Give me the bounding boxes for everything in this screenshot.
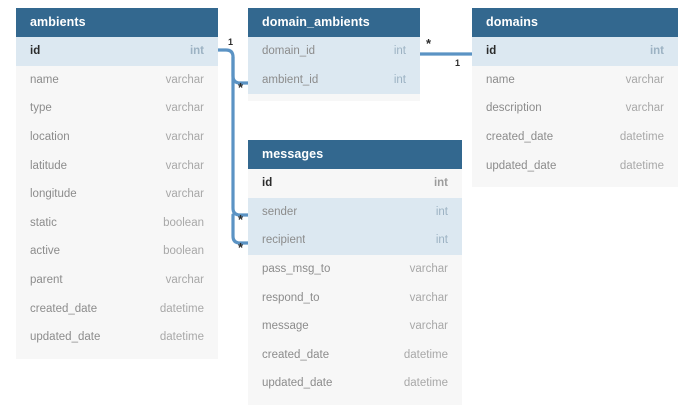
column-type: datetime	[403, 377, 448, 390]
column-type: datetime	[619, 159, 664, 172]
column-name: created_date	[486, 131, 554, 144]
column-name: sender	[262, 205, 298, 218]
column-row[interactable]: respond_to varchar	[248, 283, 462, 312]
column-row[interactable]: created_date datetime	[248, 341, 462, 370]
column-type: int	[189, 45, 204, 58]
table-title-ambients: ambients	[16, 8, 218, 37]
column-type: varchar	[625, 73, 664, 86]
column-name: static	[30, 216, 57, 229]
column-row[interactable]: ambient_id int	[248, 65, 420, 95]
column-name: id	[262, 177, 273, 190]
column-name: active	[30, 245, 61, 258]
column-row[interactable]: id int	[16, 37, 218, 66]
column-name: ambient_id	[262, 73, 319, 86]
column-name: message	[262, 320, 309, 333]
column-type: varchar	[165, 274, 204, 287]
column-name: created_date	[30, 302, 98, 315]
relationship-line-ambients-domain_ambients	[216, 48, 250, 85]
column-type: int	[393, 45, 406, 58]
column-row[interactable]: parent varchar	[16, 266, 218, 295]
column-row[interactable]: message varchar	[248, 312, 462, 341]
column-name: type	[30, 102, 52, 115]
column-name: updated_date	[486, 159, 557, 172]
column-type: int	[649, 45, 664, 58]
column-type: int	[435, 234, 448, 247]
column-type: varchar	[165, 131, 204, 144]
column-name: id	[486, 45, 497, 58]
column-row[interactable]: updated_date datetime	[16, 323, 218, 352]
column-type: boolean	[163, 245, 204, 258]
table-title-messages: messages	[248, 140, 462, 169]
column-row[interactable]: pass_msg_to varchar	[248, 255, 462, 284]
column-row[interactable]: type varchar	[16, 94, 218, 123]
column-type: varchar	[409, 291, 448, 304]
column-name: parent	[30, 274, 63, 287]
column-name: updated_date	[30, 331, 101, 344]
column-row[interactable]: location varchar	[16, 123, 218, 152]
column-row[interactable]: updated_date datetime	[248, 369, 462, 398]
column-name: id	[30, 45, 41, 58]
column-name: created_date	[262, 348, 330, 361]
column-name: recipient	[262, 234, 306, 247]
column-type: varchar	[625, 102, 664, 115]
column-type: varchar	[165, 102, 204, 115]
column-type: datetime	[159, 302, 204, 315]
column-row[interactable]: latitude varchar	[16, 151, 218, 180]
column-type: boolean	[163, 216, 204, 229]
column-name: pass_msg_to	[262, 263, 331, 276]
column-row[interactable]: id int	[472, 37, 678, 66]
column-row[interactable]: longitude varchar	[16, 180, 218, 209]
column-name: latitude	[30, 159, 68, 172]
column-type: varchar	[165, 188, 204, 201]
column-type: varchar	[165, 159, 204, 172]
column-name: respond_to	[262, 291, 320, 304]
column-row[interactable]: static boolean	[16, 209, 218, 238]
table-body-ambients: id int name varchar type varchar location varch…	[16, 37, 218, 359]
column-row[interactable]: domain_id int	[248, 37, 420, 66]
cardinality-label-domain_ambients-domains-from: *	[426, 36, 432, 51]
column-row[interactable]: name varchar	[472, 66, 678, 95]
cardinality-label-ambients-domain_ambients-to: *	[238, 80, 244, 95]
column-row[interactable]: recipient int	[248, 226, 462, 255]
column-row[interactable]: active boolean	[16, 237, 218, 266]
column-row[interactable]: updated_date datetime	[472, 151, 678, 180]
column-type: varchar	[165, 73, 204, 86]
column-type: datetime	[159, 331, 204, 344]
table-title-domain_ambients: domain_ambients	[248, 8, 420, 37]
cardinality-label-ambients-messages-recipient-to: *	[238, 240, 244, 255]
column-type: varchar	[409, 320, 448, 333]
cardinality-label-ambients-messages-sender-to: *	[238, 212, 244, 227]
column-type: datetime	[619, 131, 664, 144]
column-name: location	[30, 131, 70, 144]
column-name: name	[486, 73, 515, 86]
column-type: int	[435, 205, 448, 218]
table-domains[interactable]: domains id int name varchar description varcha…	[472, 8, 678, 187]
table-title-domains: domains	[472, 8, 678, 37]
column-row[interactable]: name varchar	[16, 66, 218, 95]
column-type: int	[433, 177, 448, 190]
column-type: varchar	[409, 263, 448, 276]
column-row[interactable]: sender int	[248, 197, 462, 227]
column-type: int	[393, 73, 406, 86]
column-type: datetime	[403, 348, 448, 361]
column-name: updated_date	[262, 377, 333, 390]
column-name: longitude	[30, 188, 77, 201]
column-row[interactable]: id int	[248, 169, 462, 198]
cardinality-label-ambients-domain_ambients-from: 1	[228, 37, 234, 47]
column-name: description	[486, 102, 542, 115]
column-row[interactable]: created_date datetime	[16, 294, 218, 323]
cardinality-label-domain_ambients-domains-to: 1	[455, 58, 461, 68]
column-name: domain_id	[262, 45, 316, 58]
column-row[interactable]: description varchar	[472, 94, 678, 123]
column-name: name	[30, 73, 59, 86]
table-body-domains: id int name varchar description varchar create…	[472, 37, 678, 187]
column-row[interactable]: created_date datetime	[472, 123, 678, 152]
table-messages[interactable]: messages id int sender int recipient int pass_m…	[248, 140, 462, 405]
